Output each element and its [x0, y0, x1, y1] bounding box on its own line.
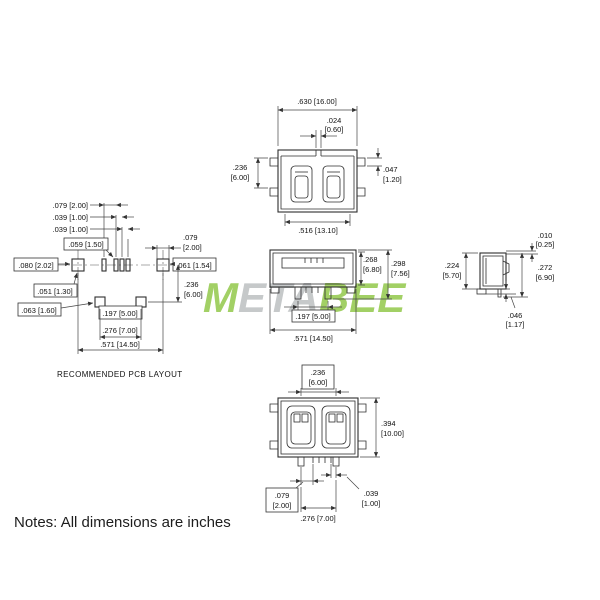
- dim-label: .236: [184, 280, 199, 289]
- dim-top-overall-width: .630 [16.00]: [277, 97, 358, 146]
- dim-top-inner-width: .516 [13.10]: [284, 214, 351, 235]
- dim-label: [5.70]: [443, 271, 462, 280]
- dim-label: .276 [7.00]: [300, 514, 335, 523]
- dim-pcb-hole-left: .080 [2.02]: [13, 257, 70, 272]
- dim-top-tab: .047 [1.20]: [367, 148, 402, 184]
- dim-side-foot: .046 [1.17]: [486, 281, 524, 329]
- dim-front-width: .571 [14.50]: [269, 289, 357, 343]
- pcb-layout: .079 [2.00] .039 [1.00] .039 [1.00] .059…: [13, 201, 217, 379]
- dim-side-body-height: .224 [5.70]: [443, 252, 478, 290]
- dim-label: [2.00]: [273, 501, 292, 510]
- front-view-outline: [269, 249, 357, 300]
- dim-label: [6.80]: [363, 265, 382, 274]
- dim-label: [0.60]: [325, 125, 344, 134]
- dim-label: .236: [233, 163, 248, 172]
- dim-label: .276 [7.00]: [102, 326, 137, 335]
- dim-label: .272: [538, 263, 553, 272]
- dim-label: .394: [381, 419, 396, 428]
- dim-label: .039 [1.00]: [53, 213, 88, 222]
- dim-label: .046: [508, 311, 523, 320]
- dim-label: .039: [364, 489, 379, 498]
- dim-front-leg-span: .197 [5.00]: [284, 301, 342, 323]
- dim-label: .080 [2.02]: [18, 261, 53, 270]
- dim-label: .298: [391, 259, 406, 268]
- dim-front-total-height: .298 [7.56]: [333, 249, 410, 300]
- dim-pcb-offset: .051 [1.30]: [33, 272, 78, 298]
- dim-label: .197 [5.00]: [102, 309, 137, 318]
- pcb-layout-caption: RECOMMENDED PCB LAYOUT: [57, 370, 183, 379]
- dim-label: .630 [16.00]: [297, 97, 337, 106]
- dim-bottom-slot-span: .236 [6.00]: [288, 364, 349, 396]
- top-view-outline: [269, 149, 366, 213]
- dim-label: [6.00]: [231, 173, 250, 182]
- dim-top-height: .236 [6.00]: [231, 157, 268, 189]
- dim-label: .024: [327, 116, 342, 125]
- dim-pcb-row-span: .236 [6.00]: [148, 265, 203, 303]
- metabee-watermark: METABEE: [203, 274, 405, 322]
- dim-label: .079: [183, 233, 198, 242]
- dim-pcb-hole-span: .571 [14.50]: [77, 273, 164, 354]
- dim-label: .061 [1.54]: [176, 261, 211, 270]
- dim-label: .268: [363, 255, 378, 264]
- dim-front-shell-height: .268 [6.80]: [358, 251, 382, 286]
- notes-text: Notes: All dimensions are inches: [14, 514, 231, 531]
- dim-label: .039 [1.00]: [53, 225, 88, 234]
- dim-pcb-hole-width: .079 [2.00]: [145, 233, 202, 259]
- dim-pcb-leg-span: .197 [5.00]: [98, 305, 143, 320]
- bottom-view-outline: [269, 397, 367, 467]
- dim-pcb-hole-lower: .063 [1.60]: [17, 301, 94, 317]
- dim-bottom-pin-offset: .079 [2.00]: [265, 464, 324, 513]
- dim-label: .516 [13.10]: [298, 226, 338, 235]
- dim-top-gap: .024 [0.60]: [300, 116, 343, 148]
- dim-pcb-leg-width: .276 [7.00]: [99, 309, 142, 340]
- dim-label: .051 [1.30]: [37, 287, 72, 296]
- dim-label: [1.20]: [383, 175, 402, 184]
- watermark-part-1: M: [203, 274, 238, 321]
- dim-label: .197 [5.00]: [295, 312, 330, 321]
- side-view: .010 [0.25] .224 [5.70] .272 [6.90] .0: [443, 231, 555, 329]
- dim-label: .059 [1.50]: [68, 240, 103, 249]
- dim-label: .224: [445, 261, 460, 270]
- dim-bottom-pin-gap: .039 [1.00]: [321, 464, 380, 508]
- dim-label: .047: [383, 165, 398, 174]
- dim-label: [1.17]: [506, 320, 525, 329]
- dim-label: .571 [14.50]: [100, 340, 140, 349]
- dim-label: .571 [14.50]: [293, 334, 333, 343]
- dim-label: [6.00]: [184, 290, 203, 299]
- dim-label: .063 [1.60]: [21, 306, 56, 315]
- dim-label: [0.25]: [536, 240, 555, 249]
- top-view: .630 [16.00] .024 [0.60] .236 [6.00] .04…: [231, 97, 402, 235]
- dim-pcb-pin-pitches: .079 [2.00] .039 [1.00] .039 [1.00]: [53, 201, 140, 257]
- dim-label: .079 [2.00]: [53, 201, 88, 210]
- side-view-outline: [476, 252, 510, 298]
- dim-label: [6.90]: [536, 273, 555, 282]
- dim-label: .079: [275, 491, 290, 500]
- dim-bottom-depth: .394 [10.00]: [360, 397, 404, 458]
- dim-pcb-pad-size: .059 [1.50]: [63, 237, 114, 258]
- dim-label: .010: [538, 231, 553, 240]
- dim-label: [7.56]: [391, 269, 410, 278]
- bottom-view: .236 [6.00] .394 [10.00] .079 [2.00]: [265, 364, 404, 523]
- front-view: .268 [6.80] .298 [7.56] .197 [5.00] .: [269, 249, 410, 343]
- dim-bottom-leg-span: .276 [7.00]: [300, 480, 337, 523]
- dim-label: [6.00]: [309, 378, 328, 387]
- dim-side-total-height: .272 [6.90]: [503, 253, 555, 298]
- dim-side-clearance: .010 [0.25]: [506, 231, 554, 262]
- dim-label: [2.00]: [183, 243, 202, 252]
- dim-label: [10.00]: [381, 429, 404, 438]
- dim-label: [1.00]: [362, 499, 381, 508]
- dim-pcb-hole-right: .061 [1.54]: [170, 257, 217, 272]
- dim-label: .236: [311, 368, 326, 377]
